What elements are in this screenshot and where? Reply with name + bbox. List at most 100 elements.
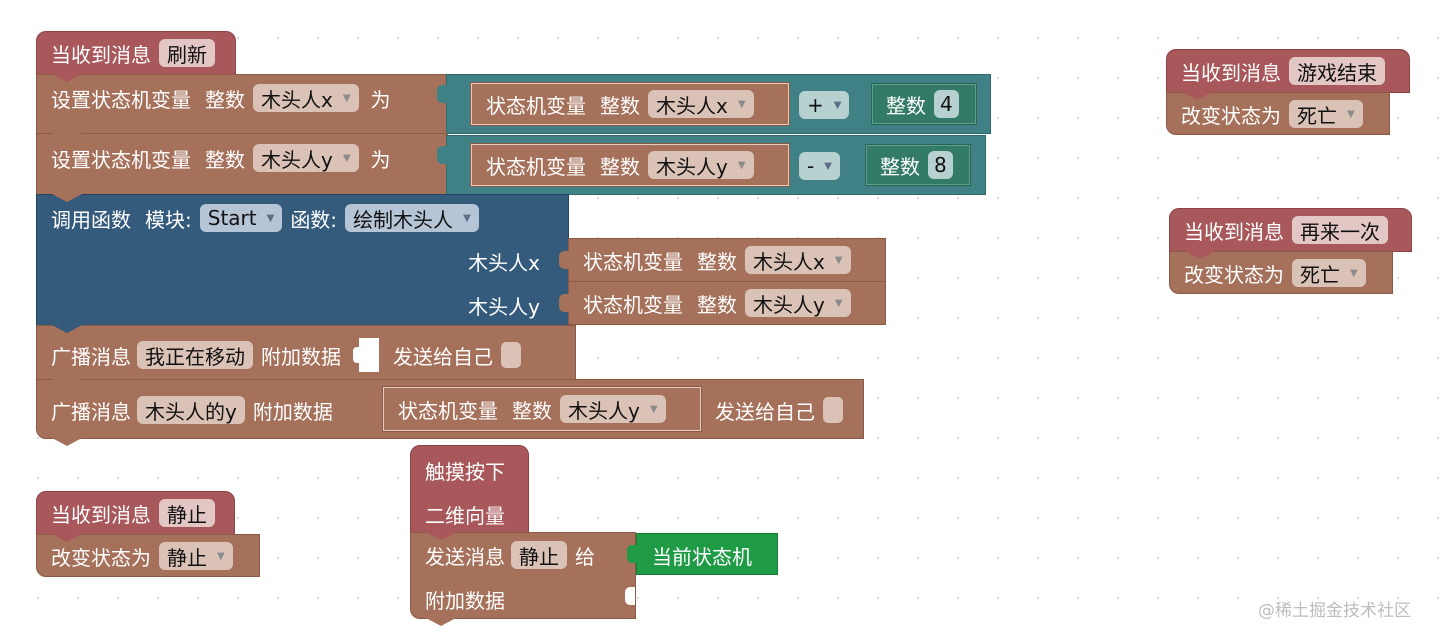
state-var-getter-block[interactable]: 状态机变量 整数 木头人x▼ [559, 238, 886, 282]
state-var-getter-block[interactable]: 状态机变量 整数 木头人y▼ [471, 144, 789, 186]
integer-input[interactable]: 8 [928, 151, 953, 179]
variable-dropdown[interactable]: 木头人y▼ [253, 144, 359, 172]
chevron-down-icon: ▼ [342, 92, 351, 104]
block-notch [52, 325, 82, 333]
when-receive-label: 当收到消息 [1181, 60, 1281, 85]
block-notch [52, 74, 82, 82]
variable-dropdown[interactable]: 木头人y▼ [560, 395, 666, 423]
integer-literal-block[interactable]: 整数 8 [865, 144, 971, 186]
block-notch [1185, 251, 1215, 259]
variable-dropdown[interactable]: 木头人x ▼ [648, 90, 754, 118]
variable-dropdown[interactable]: 木头人y▼ [648, 151, 754, 179]
chevron-down-icon: ▼ [463, 212, 471, 224]
current-state-machine-label: 当前状态机 [652, 545, 752, 569]
message-name-field[interactable]: 静止 [511, 541, 567, 569]
state-var-getter-block[interactable]: 状态机变量 整数 木头人y▼ [559, 281, 886, 325]
state-dropdown[interactable]: 死亡▼ [1292, 259, 1366, 287]
watermark: @稀土掘金技术社区 [1258, 601, 1411, 621]
broadcast-message-block[interactable]: 广播消息 我正在移动 附加数据 发送给自己 [36, 325, 576, 380]
send-to-self-checkbox[interactable] [501, 342, 521, 368]
variable-dropdown[interactable]: 木头人x▼ [745, 246, 851, 274]
chevron-down-icon: ▼ [737, 98, 746, 110]
message-name-field[interactable]: 刷新 [159, 39, 215, 67]
set-state-var-label: 设置状态机变量 [51, 147, 191, 172]
variable-value: 木头人y [656, 154, 728, 179]
empty-input-slot[interactable] [625, 587, 635, 605]
message-name-field[interactable]: 再来一次 [1292, 216, 1388, 244]
block-notch [426, 618, 456, 626]
chevron-down-icon: ▼ [1350, 267, 1358, 279]
touch-down-event-block[interactable]: 触摸按下 二维向量 [410, 445, 529, 535]
variable-value: 木头人x [656, 93, 728, 118]
type-label: 整数 [697, 292, 737, 317]
attach-data-label: 附加数据 [425, 589, 505, 613]
block-notch [52, 438, 82, 446]
when-receive-label: 当收到消息 [1184, 219, 1284, 244]
getter-label: 状态机变量 [486, 154, 586, 179]
integer-input[interactable]: 4 [934, 90, 959, 118]
chevron-down-icon: ▼ [342, 152, 351, 164]
when-receive-message-block[interactable]: 当收到消息 再来一次 [1169, 208, 1412, 252]
assign-label: 为 [370, 147, 391, 172]
when-receive-message-block[interactable]: 当收到消息 静止 [36, 491, 235, 535]
chevron-down-icon: ▼ [834, 254, 843, 266]
function-label: 函数: [290, 207, 338, 232]
block-notch [426, 532, 456, 540]
puzzle-connector [437, 85, 447, 103]
to-label: 给 [575, 544, 595, 569]
getter-label: 状态机变量 [486, 93, 586, 118]
math-operation-block[interactable]: 状态机变量 整数 木头人y▼ -▼ 整数 8 [437, 135, 986, 195]
integer-label: 整数 [886, 93, 926, 118]
call-function-label: 调用函数 [51, 207, 131, 232]
when-receive-message-block[interactable]: 当收到消息 刷新 [36, 31, 236, 75]
change-state-block[interactable]: 改变状态为 静止▼ [36, 534, 260, 577]
block-notch [52, 534, 82, 542]
message-name-field[interactable]: 静止 [159, 499, 215, 527]
touch-down-label: 触摸按下 [425, 460, 505, 484]
state-dropdown[interactable]: 静止▼ [159, 542, 233, 570]
broadcast-message-block[interactable]: 广播消息 木头人的y 附加数据 状态机变量 整数 木头人y▼ 发送给自己 [36, 379, 864, 439]
current-state-machine-block[interactable]: 当前状态机 [627, 533, 778, 575]
type-label: 整数 [205, 147, 245, 172]
type-label: 整数 [697, 249, 737, 274]
chevron-down-icon: ▼ [649, 403, 658, 415]
when-receive-label: 当收到消息 [51, 502, 151, 527]
variable-dropdown[interactable]: 木头人y▼ [745, 289, 851, 317]
variable-dropdown[interactable]: 木头人x▼ [253, 84, 359, 112]
state-var-getter-block[interactable]: 状态机变量 整数 木头人y▼ [383, 387, 701, 431]
state-dropdown[interactable]: 死亡▼ [1289, 100, 1363, 128]
getter-label: 状态机变量 [583, 249, 683, 274]
puzzle-connector [559, 294, 569, 312]
send-to-self-checkbox[interactable] [823, 397, 843, 423]
puzzle-connector [559, 251, 569, 269]
block-notch [1182, 92, 1212, 100]
operator-dropdown[interactable]: -▼ [799, 152, 840, 180]
send-to-self-label: 发送给自己 [715, 399, 815, 424]
type-label: 整数 [600, 154, 640, 179]
send-message-block[interactable]: 发送消息 静止 给 附加数据 [410, 532, 636, 619]
integer-literal-block[interactable]: 整数 4 [871, 83, 977, 125]
message-name-field[interactable]: 木头人的y [137, 396, 245, 424]
math-operation-block[interactable]: 状态机变量 整数 木头人x ▼ +▼ 整数 4 [437, 74, 991, 134]
operator-dropdown[interactable]: +▼ [799, 91, 850, 119]
change-state-label: 改变状态为 [1184, 262, 1284, 287]
call-function-block[interactable]: 调用函数 模块: Start▼ 函数: 绘制木头人▼ 木头人x 木头人y [36, 194, 569, 326]
block-notch [52, 379, 82, 387]
when-receive-message-block[interactable]: 当收到消息 游戏结束 [1166, 49, 1410, 93]
function-dropdown[interactable]: 绘制木头人▼ [345, 204, 479, 232]
broadcast-label: 广播消息 [51, 344, 131, 369]
chevron-down-icon: ▼ [824, 160, 832, 172]
set-state-var-block-x[interactable]: 设置状态机变量 整数 木头人x▼ 为 [36, 74, 448, 134]
empty-input-slot[interactable] [353, 338, 379, 372]
integer-label: 整数 [880, 154, 920, 179]
state-value: 静止 [167, 545, 207, 570]
broadcast-label: 广播消息 [51, 399, 131, 424]
module-dropdown[interactable]: Start▼ [199, 204, 283, 232]
vector2-label: 二维向量 [425, 504, 505, 528]
message-name-field[interactable]: 我正在移动 [137, 341, 253, 369]
message-name-field[interactable]: 游戏结束 [1289, 57, 1385, 85]
module-label: 模块: [145, 207, 192, 232]
state-var-getter-block[interactable]: 状态机变量 整数 木头人x▼ [471, 83, 789, 125]
type-label: 整数 [205, 87, 245, 112]
set-state-var-block-y[interactable]: 设置状态机变量 整数 木头人y▼ 为 [36, 133, 448, 195]
